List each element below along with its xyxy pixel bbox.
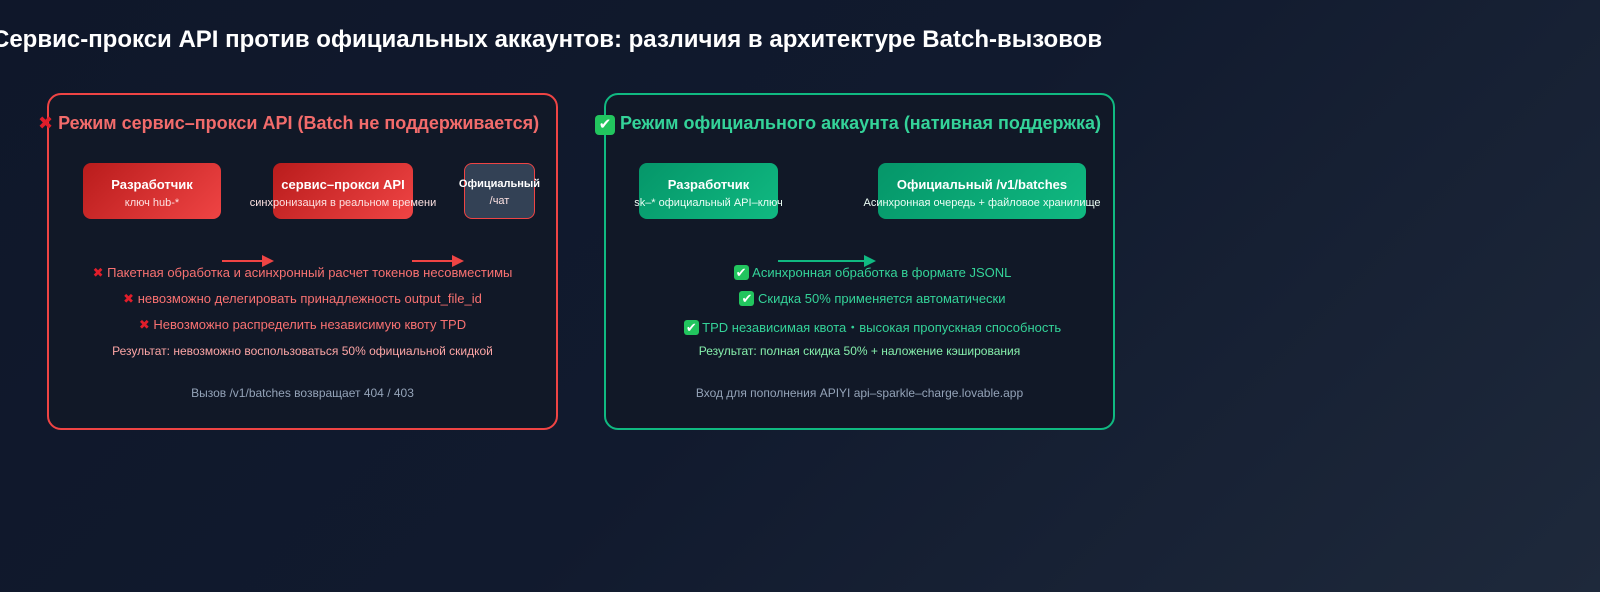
benefit-item: ✔ Скидка 50% применяется автоматически: [617, 291, 1128, 307]
result-text: Результат: невозможно воспользоваться 50…: [112, 344, 493, 358]
page-title: Сервис-прокси API против официальных акк…: [0, 26, 1103, 53]
proxy-service-box: сервис–прокси API синхронизация в реальн…: [250, 163, 436, 219]
box-subtitle: /чат: [489, 195, 510, 207]
box-subtitle: Асинхронная очередь + файловое хранилище: [863, 197, 1101, 209]
benefit-item: ✔ Асинхронная обработка в формате JSONL: [617, 265, 1128, 281]
box-subtitle: sk–* официальный API–ключ: [634, 197, 783, 209]
check-mark-icon: ✔: [595, 115, 615, 135]
cross-mark-icon: ✖: [38, 113, 54, 133]
cross-mark-icon: ✖: [123, 291, 135, 306]
footer-note: Вход для пополнения APIYI api–sparkle–ch…: [695, 386, 1024, 400]
footer-note: Вызов /v1/batches возвращает 404 / 403: [191, 386, 414, 400]
box-title: Разработчик: [111, 177, 193, 192]
issue-item: ✖ Невозможно распределить независимую кв…: [47, 317, 558, 333]
benefit-text: Асинхронная обработка в формате JSONL: [752, 265, 1012, 280]
box-title: Официальный: [458, 178, 541, 190]
benefit-text: TPD независимая квота・высокая пропускная…: [702, 320, 1062, 335]
check-mark-icon: ✔: [739, 291, 755, 306]
heading-text: Режим официального аккаунта (нативная по…: [620, 113, 1102, 133]
box-subtitle: синхронизация в реальном времени: [249, 197, 437, 209]
check-mark-icon: ✔: [683, 320, 699, 335]
arrow-icon: [412, 255, 464, 267]
benefit-text: Скидка 50% применяется автоматически: [758, 291, 1006, 306]
cross-mark-icon: ✖: [92, 265, 104, 280]
official-mode-heading: ✔ Режим официального аккаунта (нативная …: [595, 113, 1101, 135]
official-chat-box: Официальный /чат: [459, 163, 540, 219]
issue-text: Пакетная обработка и асинхронный расчет …: [107, 265, 513, 280]
box-title: Разработчик: [667, 177, 750, 192]
issue-item: ✖ невозможно делегировать принадлежность…: [47, 291, 558, 307]
issue-text: невозможно делегировать принадлежность o…: [137, 291, 482, 306]
box-title: сервис–прокси API: [281, 177, 405, 192]
benefit-item: ✔ TPD независимая квота・высокая пропускн…: [617, 317, 1128, 336]
official-batches-box: Официальный /v1/batches Асинхронная очер…: [863, 163, 1101, 219]
check-mark-icon: ✔: [733, 265, 749, 280]
proxy-mode-heading: ✖ Режим сервис–прокси API (Batch не подд…: [38, 113, 539, 134]
developer-box: Разработчик sk–* официальный API–ключ: [634, 163, 783, 219]
result-text: Результат: полная скидка 50% + наложение…: [698, 344, 1021, 358]
issue-item: ✖ Пакетная обработка и асинхронный расче…: [47, 265, 558, 281]
box-title: Официальный /v1/batches: [896, 177, 1068, 192]
cross-mark-icon: ✖: [138, 317, 150, 332]
proxy-mode-card: [47, 93, 558, 430]
box-subtitle: ключ hub-*: [124, 197, 180, 209]
developer-box: Разработчик ключ hub-*: [83, 163, 221, 219]
issue-text: Невозможно распределить независимую квот…: [153, 317, 467, 332]
arrow-icon: [222, 255, 274, 267]
arrow-icon: [778, 255, 876, 267]
heading-text: Режим сервис–прокси API (Batch не поддер…: [58, 113, 540, 133]
